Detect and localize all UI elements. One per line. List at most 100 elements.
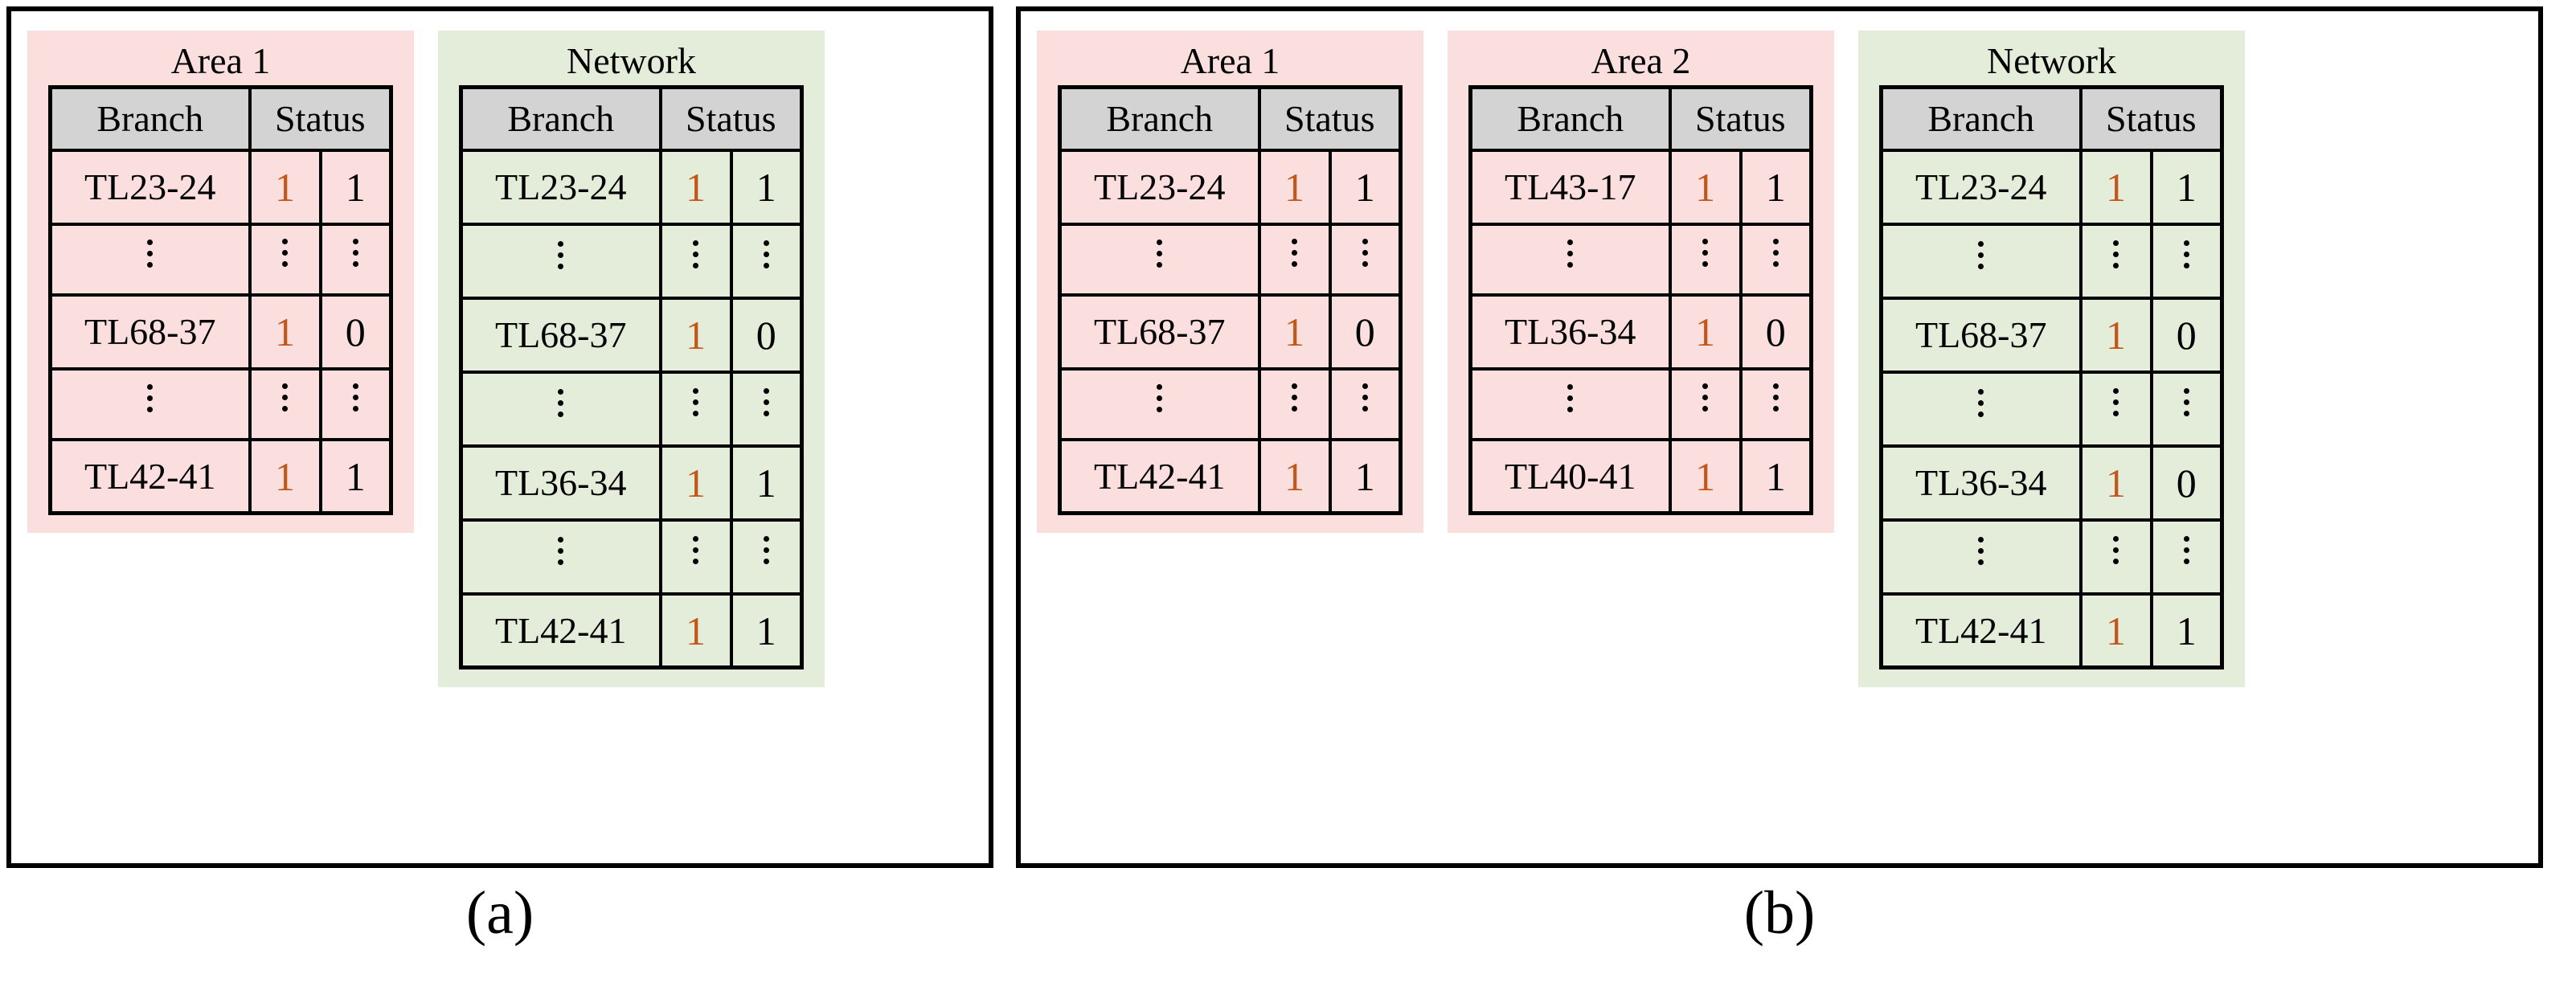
status-primary-cell: 1 bbox=[248, 437, 322, 515]
vertical-ellipsis-icon bbox=[147, 234, 154, 273]
table-row-ellipsis bbox=[1058, 222, 1403, 297]
vertical-ellipsis-icon bbox=[693, 530, 698, 570]
status-primary-ellipsis-cell bbox=[2078, 518, 2153, 596]
vertical-ellipsis-icon bbox=[558, 235, 564, 275]
branch-cell: TL23-24 bbox=[1058, 148, 1261, 226]
column-header-branch: Branch bbox=[459, 85, 662, 152]
vertical-ellipsis-icon bbox=[2113, 530, 2119, 570]
branch-cell: TL23-24 bbox=[1879, 148, 2083, 226]
table-row-ellipsis bbox=[1058, 366, 1403, 441]
branch-cell: TL42-41 bbox=[1058, 437, 1261, 515]
vertical-ellipsis-icon bbox=[1157, 379, 1163, 418]
branch-ellipsis-cell bbox=[1058, 366, 1261, 441]
status-primary-ellipsis-cell bbox=[658, 222, 733, 300]
panel-caption: (a) bbox=[465, 879, 534, 947]
column-header-status: Status bbox=[248, 85, 393, 152]
vertical-ellipsis-icon bbox=[1362, 233, 1368, 272]
status-secondary-cell: 1 bbox=[318, 437, 393, 515]
branch-ellipsis-cell bbox=[48, 366, 252, 441]
table-row-ellipsis bbox=[459, 518, 804, 596]
branch-cell: TL68-37 bbox=[48, 293, 252, 371]
branch-cell: TL42-41 bbox=[459, 592, 662, 669]
branch-cell: TL68-37 bbox=[1879, 296, 2083, 374]
vertical-ellipsis-icon bbox=[1772, 233, 1779, 272]
vertical-ellipsis-icon bbox=[352, 378, 358, 417]
vertical-ellipsis-icon bbox=[1978, 235, 1984, 275]
vertical-ellipsis-icon bbox=[282, 233, 288, 272]
vertical-ellipsis-icon bbox=[1978, 383, 1984, 423]
branch-cell: TL23-24 bbox=[459, 148, 662, 226]
status-secondary-ellipsis-cell bbox=[318, 366, 393, 441]
status-secondary-ellipsis-cell bbox=[2149, 222, 2224, 300]
vertical-ellipsis-icon bbox=[2183, 383, 2189, 422]
table-row-ellipsis bbox=[48, 222, 393, 297]
status-primary-cell: 1 bbox=[658, 296, 733, 374]
status-primary-cell: 1 bbox=[1668, 437, 1743, 515]
column-header-status: Status bbox=[1668, 85, 1813, 152]
status-primary-ellipsis-cell bbox=[2078, 222, 2153, 300]
vertical-ellipsis-icon bbox=[2113, 235, 2119, 274]
status-primary-cell: 1 bbox=[2078, 148, 2153, 226]
column-header-status: Status bbox=[1257, 85, 1403, 152]
branch-cell: TL42-41 bbox=[1879, 592, 2083, 669]
status-primary-ellipsis-cell bbox=[1668, 366, 1743, 441]
branch-ellipsis-cell bbox=[459, 222, 662, 300]
vertical-ellipsis-icon bbox=[763, 235, 769, 274]
vertical-ellipsis-icon bbox=[693, 383, 698, 422]
table-group-title: Network bbox=[1987, 40, 2116, 81]
vertical-ellipsis-icon bbox=[1567, 234, 1574, 273]
vertical-ellipsis-icon bbox=[2183, 235, 2189, 274]
branch-cell: TL68-37 bbox=[1058, 293, 1261, 371]
vertical-ellipsis-icon bbox=[1702, 378, 1708, 417]
status-primary-cell: 1 bbox=[248, 293, 322, 371]
vertical-ellipsis-icon bbox=[1292, 378, 1297, 417]
vertical-ellipsis-icon bbox=[558, 531, 564, 571]
branch-cell: TL36-34 bbox=[1879, 444, 2083, 522]
status-secondary-cell: 0 bbox=[1328, 293, 1403, 371]
branch-ellipsis-cell bbox=[1879, 518, 2083, 596]
status-secondary-cell: 0 bbox=[2149, 444, 2224, 522]
status-primary-cell: 1 bbox=[658, 592, 733, 669]
branch-ellipsis-cell bbox=[1468, 366, 1672, 441]
status-secondary-cell: 0 bbox=[1738, 293, 1813, 371]
table-row-ellipsis bbox=[1879, 518, 2224, 596]
vertical-ellipsis-icon bbox=[558, 383, 564, 423]
status-primary-ellipsis-cell bbox=[1257, 366, 1332, 441]
branch-ellipsis-cell bbox=[1879, 222, 2083, 300]
status-secondary-ellipsis-cell bbox=[318, 222, 393, 297]
table-group-title: Area 1 bbox=[1180, 40, 1280, 81]
vertical-ellipsis-icon bbox=[693, 235, 698, 274]
table-group-title: Area 2 bbox=[1591, 40, 1691, 81]
column-header-branch: Branch bbox=[1058, 85, 1261, 152]
branch-ellipsis-cell bbox=[48, 222, 252, 297]
vertical-ellipsis-icon bbox=[2113, 383, 2119, 422]
status-primary-ellipsis-cell bbox=[2078, 370, 2153, 448]
branch-cell: TL42-41 bbox=[48, 437, 252, 515]
column-header-status: Status bbox=[2078, 85, 2224, 152]
status-secondary-ellipsis-cell bbox=[729, 370, 804, 448]
status-secondary-cell: 1 bbox=[729, 444, 804, 522]
status-primary-cell: 1 bbox=[1668, 293, 1743, 371]
